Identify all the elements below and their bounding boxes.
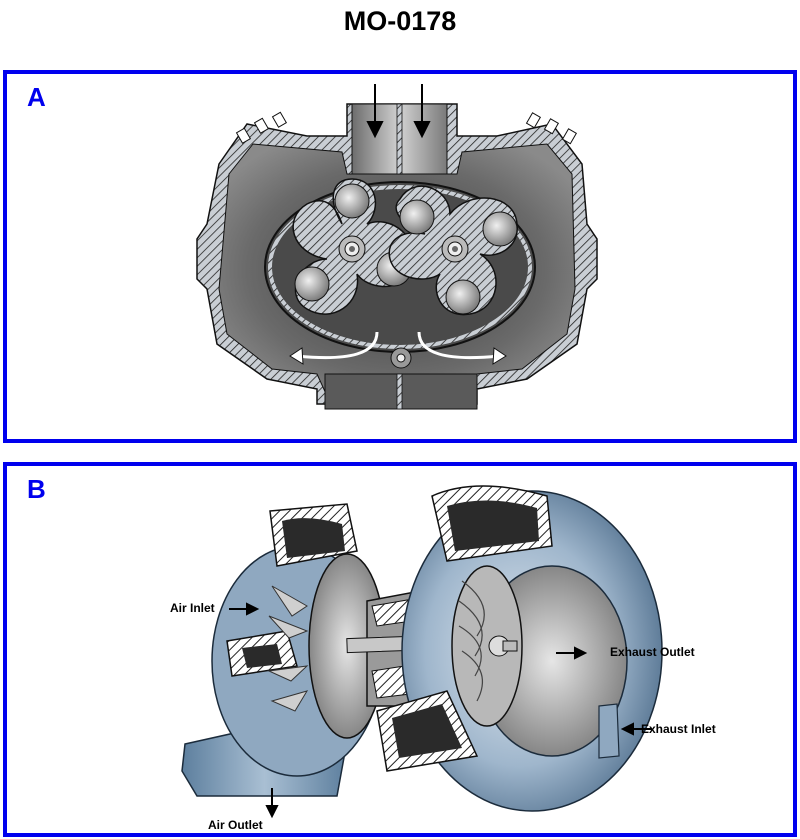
turbine-housing (376, 485, 663, 812)
panel-b: B (3, 462, 797, 837)
inlet-arrows (366, 84, 431, 139)
panel-b-label: B (27, 474, 46, 504)
compressor-housing (211, 503, 386, 777)
figure-title: MO-0178 (343, 6, 457, 36)
left-rotor (292, 178, 415, 315)
exhaust-inlet-label: Exhaust Inlet (641, 722, 716, 736)
right-rotor (388, 185, 518, 316)
air-outlet-label: Air Outlet (208, 818, 263, 832)
supercharger-illustration (196, 84, 598, 410)
air-inlet-arrow (229, 602, 260, 616)
air-inlet-label: Air Inlet (170, 601, 215, 615)
exhaust-outlet-arrow (556, 646, 588, 660)
panel-a-label: A (27, 82, 46, 112)
exhaust-inlet-stub (598, 703, 620, 759)
panel-a: A (3, 70, 797, 443)
exhaust-outlet-label: Exhaust Outlet (610, 645, 695, 659)
turbocharger-illustration (181, 485, 663, 819)
air-outlet-arrow (265, 788, 279, 819)
discharge-arrows (296, 331, 500, 360)
callout-arrows (229, 602, 652, 819)
exhaust-inlet-arrow (620, 722, 652, 736)
turbine-wheel (451, 565, 523, 727)
